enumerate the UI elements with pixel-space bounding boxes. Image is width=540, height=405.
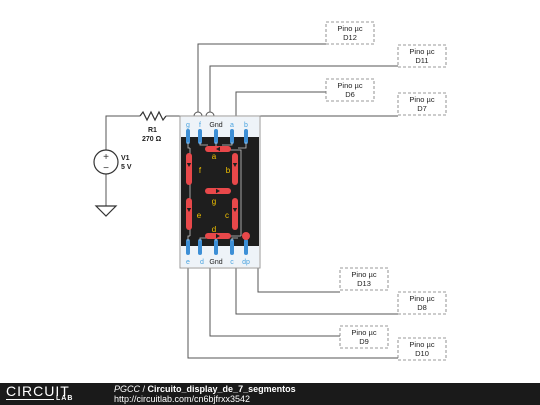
svg-text:D9: D9 (359, 337, 369, 346)
segment-e (186, 198, 192, 230)
logo-wire-icon (6, 399, 54, 402)
wire-d13 (257, 268, 340, 293)
wire-d7 (257, 115, 398, 128)
svg-text:D11: D11 (415, 56, 428, 65)
logo-main-text: CIRCUIT (6, 383, 70, 399)
svg-text:D6: D6 (345, 90, 355, 99)
segment-letter-d: d (212, 225, 216, 234)
pin-label-bottom-3: Gnd (209, 259, 222, 266)
wire-hop-1 (193, 111, 203, 117)
segment-letter-b: b (226, 166, 231, 175)
ground-icon (94, 205, 118, 217)
segment-c (232, 198, 238, 230)
circuitlab-logo[interactable]: CIRCUIT LAB (6, 383, 96, 404)
source-value: 5 V (121, 164, 132, 171)
logo-sub-text: LAB (56, 395, 74, 402)
wires (105, 43, 398, 359)
segment-dp (242, 232, 250, 240)
segment-letter-f: f (199, 166, 202, 175)
wire-d12 (197, 43, 326, 128)
pin-label-bottom-2: d (200, 259, 204, 266)
minus-sign: − (103, 163, 109, 174)
svg-text:Pino µc: Pino µc (351, 270, 376, 279)
mcu-pin-d12: Pino µc D12 (325, 21, 375, 45)
segment-letter-c: c (225, 211, 229, 220)
mcu-pin-labels: Pino µc D12 Pino µc D11 Pino µc D6 Pino … (325, 21, 447, 361)
segment-letter-e: e (197, 211, 202, 220)
pin-label-top-2: f (199, 122, 201, 129)
wire-d10 (187, 268, 398, 359)
resistor-name: R1 (148, 127, 157, 134)
wire-d9 (209, 268, 340, 337)
footer-bar: CIRCUIT LAB PGCC / Circuito_display_de_7… (0, 383, 540, 405)
segment-f (186, 153, 192, 185)
pin-label-top-4: a (230, 122, 234, 129)
wire-d8 (235, 268, 398, 315)
footer-title-line: PGCC / Circuito_display_de_7_segmentos (114, 384, 296, 394)
svg-text:Pino µc: Pino µc (351, 328, 376, 337)
pin-label-top-5: b (244, 122, 248, 129)
pin-label-top-1: g (186, 122, 190, 129)
seven-segment-display: g f Gnd a b e d Gnd c dp (179, 115, 261, 269)
mcu-pin-d9: Pino µc D9 (339, 325, 389, 349)
segment-letter-a: a (212, 152, 217, 161)
mcu-pin-d13: Pino µc D13 (339, 267, 389, 291)
bottom-pins (186, 239, 248, 255)
pin-label-bottom-4: c (230, 259, 234, 266)
wire-hop-2 (205, 111, 215, 117)
svg-text:D12: D12 (343, 33, 357, 42)
footer-url[interactable]: http://circuitlab.com/cn6bjfrxx3542 (114, 394, 251, 404)
svg-text:Pino µc: Pino µc (409, 95, 434, 104)
segment-b (232, 153, 238, 185)
svg-text:D7: D7 (417, 104, 427, 113)
svg-text:D13: D13 (357, 279, 371, 288)
svg-text:D8: D8 (417, 303, 427, 312)
segment-letter-g: g (212, 197, 216, 206)
svg-text:Pino µc: Pino µc (409, 47, 434, 56)
circuit-schematic: R1 270 Ω + − V1 5 V g f Gnd a b (93, 21, 447, 361)
footer-circuit-title[interactable]: Circuito_display_de_7_segmentos (147, 384, 296, 394)
mcu-pin-d7: Pino µc D7 (397, 92, 447, 116)
voltage-source-v1 (93, 149, 119, 175)
wire-source-top (105, 115, 140, 150)
svg-text:D10: D10 (415, 349, 429, 358)
diode-marks (186, 146, 238, 239)
pin-label-top-3: Gnd (209, 122, 222, 129)
pin-label-bottom-1: e (186, 259, 190, 266)
mcu-pin-d6: Pino µc D6 (325, 78, 375, 102)
mcu-pin-d11: Pino µc D11 (397, 44, 447, 68)
mcu-pin-d10: Pino µc D10 (397, 337, 447, 361)
svg-text:Pino µc: Pino µc (337, 81, 362, 90)
svg-text:Pino µc: Pino µc (337, 24, 362, 33)
svg-text:Pino µc: Pino µc (409, 340, 434, 349)
footer-user[interactable]: PGCC (114, 384, 141, 394)
footer-separator: / (140, 384, 148, 394)
wire-d11 (209, 65, 398, 128)
mcu-pin-d8: Pino µc D8 (397, 291, 447, 315)
top-pins (186, 129, 248, 144)
source-name: V1 (121, 155, 130, 162)
pin-label-bottom-5: dp (242, 259, 250, 266)
resistor-value: 270 Ω (142, 136, 162, 143)
svg-text:Pino µc: Pino µc (409, 294, 434, 303)
plus-sign: + (103, 152, 109, 163)
resistor-r1 (139, 110, 167, 122)
